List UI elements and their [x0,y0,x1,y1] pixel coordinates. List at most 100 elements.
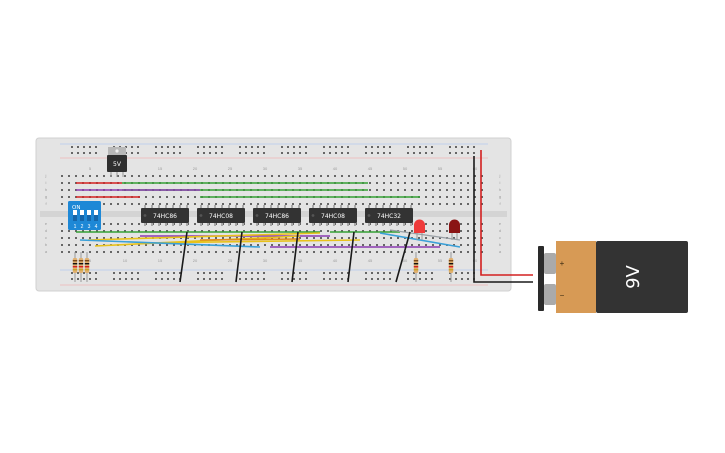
terminal-hole [334,175,336,177]
terminal-hole [362,237,364,239]
terminal-hole [369,244,371,246]
column-number-bottom: 5 [89,258,92,263]
battery-9v[interactable]: + − 9V [538,241,688,313]
terminal-hole [201,203,203,205]
terminal-hole [313,175,315,177]
terminal-hole [313,244,315,246]
terminal-hole [460,230,462,232]
rail-hole [89,278,91,280]
terminal-hole [250,203,252,205]
dip-position-label: 4 [95,224,98,230]
column-number-bottom: 40 [333,258,338,263]
terminal-hole [432,196,434,198]
rail-hole [329,146,331,148]
terminal-hole [418,251,420,253]
led-red[interactable] [414,219,425,241]
chip-label: 74HC86 [153,213,177,220]
terminal-hole [411,203,413,205]
resistors[interactable] [72,252,454,282]
rail-hole [371,272,373,274]
rail-hole [371,146,373,148]
rail-hole [215,272,217,274]
terminal-hole [446,251,448,253]
dip-toggle-knob-2 [80,215,84,221]
row-letter: g [499,194,501,199]
terminal-hole [383,251,385,253]
chip-pin [375,223,377,226]
resistor[interactable] [72,252,78,282]
rail-hole [197,272,199,274]
resistor[interactable] [413,252,419,282]
terminal-hole [278,230,280,232]
terminal-hole [131,230,133,232]
terminal-hole [103,251,105,253]
row-letter: j [45,173,47,178]
battery-body [556,241,596,313]
terminal-hole [418,203,420,205]
rail-hole [137,152,139,154]
terminal-hole [341,251,343,253]
terminal-hole [320,244,322,246]
terminal-hole [166,196,168,198]
terminal-hole [432,244,434,246]
logic-chips[interactable]: 74HC86 74HC08 74HC86 74HC08 74HC32 [141,205,413,226]
chip-74hc86[interactable]: 74HC86 [141,205,189,226]
rail-hole [245,146,247,148]
rail-hole [125,278,127,280]
row-letter: f [45,201,47,206]
terminal-hole [355,237,357,239]
terminal-hole [439,203,441,205]
terminal-hole [285,251,287,253]
resistor[interactable] [78,252,84,282]
rail-hole [365,146,367,148]
chip-notch [367,214,371,217]
terminal-hole [439,189,441,191]
rail-hole [467,278,469,280]
terminal-hole [117,175,119,177]
terminal-hole [446,223,448,225]
chip-74hc86[interactable]: 74HC86 [253,205,301,226]
dip-position-label: 3 [88,224,91,230]
rail-hole [221,146,223,148]
terminal-hole [467,230,469,232]
led-dark-red[interactable] [449,219,460,241]
rail-hole [407,152,409,154]
terminal-hole [250,223,252,225]
terminal-hole [467,251,469,253]
chip-pin [319,205,321,208]
terminal-hole [285,230,287,232]
resistor[interactable] [448,252,454,282]
terminal-hole [355,203,357,205]
terminal-hole [474,182,476,184]
terminal-hole [68,196,70,198]
terminal-hole [348,237,350,239]
chip-pin [410,205,412,208]
terminal-hole [110,223,112,225]
rail-hole [89,152,91,154]
rail-hole [335,146,337,148]
terminal-hole [313,230,315,232]
voltage-regulator[interactable]: 5V [107,147,127,177]
rail-hole [365,278,367,280]
chip-pin [221,223,223,226]
terminal-hole [173,230,175,232]
rail-hole [137,278,139,280]
terminal-hole [292,244,294,246]
chip-74hc08[interactable]: 74HC08 [197,205,245,226]
chip-pin [375,205,377,208]
resistor-band [448,266,454,268]
column-number-top: 15 [158,166,163,171]
chip-74hc32[interactable]: 74HC32 [365,205,413,226]
rail-hole [335,278,337,280]
row-letter: d [499,228,501,233]
terminal-hole [96,244,98,246]
chip-74hc08[interactable]: 74HC08 [309,205,357,226]
rail-hole [389,146,391,148]
resistor[interactable] [84,252,90,282]
chip-pin [368,205,370,208]
rail-hole [173,278,175,280]
terminal-hole [236,251,238,253]
